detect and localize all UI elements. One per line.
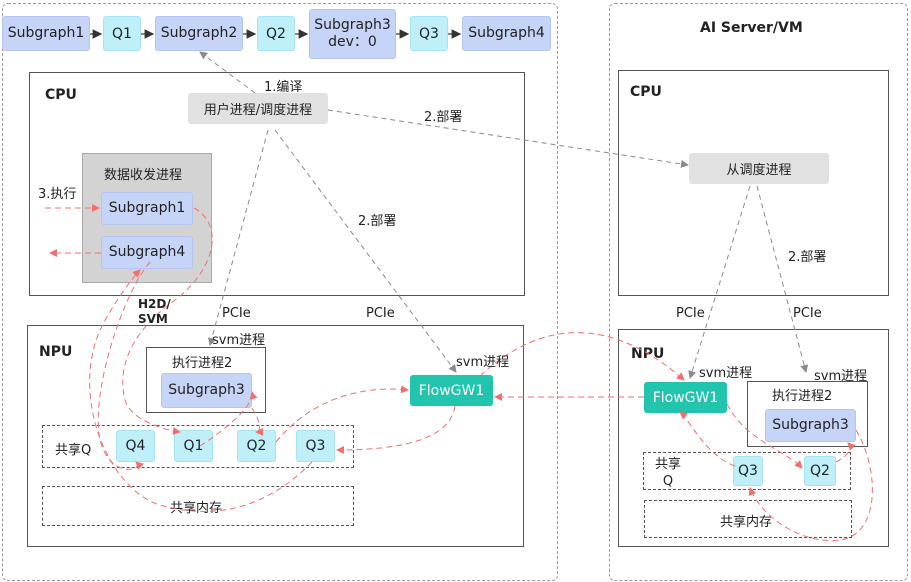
compile-arrow <box>199 51 256 94</box>
queue-q4: Q4 <box>116 430 155 462</box>
npu-subgraph3: Subgraph3 <box>161 373 252 408</box>
left-npu-title: NPU <box>39 344 73 360</box>
compile-label: 1.编译 <box>264 80 303 95</box>
right-queue-q3: Q3 <box>733 456 763 486</box>
deploy-to-server-arrow <box>327 109 689 168</box>
left-shared-memory-label: 共享内存 <box>170 501 223 516</box>
left-svm-label-1: svm进程 <box>212 333 266 348</box>
right-shared-memory <box>644 500 852 538</box>
pcie-label-4: PCIe <box>793 306 822 321</box>
left-svm-label-2: svm进程 <box>456 355 510 370</box>
pcie-label-2: PCIe <box>366 306 395 321</box>
slave-deploy-exec-arrow <box>756 185 809 373</box>
cpu-subgraph1: Subgraph1 <box>101 192 193 225</box>
pipeline-subgraph4: Subgraph4 <box>462 16 551 51</box>
pcie-label-1: PCIe <box>222 306 251 321</box>
pipeline-subgraph3: Subgraph3 dev：0 <box>309 9 396 59</box>
pipeline-subgraph1: Subgraph1 <box>2 16 90 51</box>
q4-path <box>97 261 151 470</box>
right-q3-to-flowgw-path <box>679 411 736 467</box>
right-server-region <box>609 3 908 581</box>
right-svm-label-1: svm进程 <box>699 366 753 381</box>
left-shared-memory <box>42 486 354 526</box>
left-shared-queue-area <box>42 425 354 468</box>
deploy-to-flowgw-arrow <box>274 129 457 373</box>
deploy-label-npu: 2.部署 <box>358 214 397 229</box>
slave-scheduler-process: 从调度进程 <box>689 153 829 184</box>
right-shared-q-label: 共享 Q <box>655 457 682 489</box>
right-queue-q2: Q2 <box>804 456 836 486</box>
left-cpu-title: CPU <box>45 87 77 103</box>
left-host-region <box>2 3 558 581</box>
deploy-label-right: 2.部署 <box>788 250 827 265</box>
left-flowgw1: FlowGW1 <box>410 375 493 406</box>
deploy-label-server: 2.部署 <box>424 110 463 125</box>
pipeline-subgraph2: Subgraph2 <box>155 16 243 51</box>
execute-label: 3.执行 <box>38 187 77 202</box>
right-exec-process-title: 执行进程2 <box>772 389 833 404</box>
right-region-title: AI Server/VM <box>700 20 803 36</box>
subgraph3-to-q2-path <box>251 407 264 436</box>
right-subgraph3: Subgraph3 <box>765 409 856 442</box>
q1-to-subgraph3-path <box>199 391 258 447</box>
right-flowgw-to-q2-path <box>726 403 803 469</box>
left-shared-q-label: 共享Q <box>55 443 92 458</box>
cpu-subgraph4: Subgraph4 <box>101 236 193 269</box>
pipeline-q2: Q2 <box>257 16 295 51</box>
user-scheduler-process: 用户进程/调度进程 <box>188 93 328 124</box>
queue-q3: Q3 <box>296 430 335 462</box>
q2-to-flowgw-path <box>275 385 409 443</box>
right-shared-queue-area <box>643 452 851 490</box>
right-flowgw1: FlowGW1 <box>644 382 727 413</box>
right-q2-to-subgraph3-path <box>835 442 856 463</box>
queue-q2: Q2 <box>237 430 276 462</box>
subgraph1-to-q1-path <box>122 207 213 436</box>
right-subgraph3-to-q3-path <box>748 429 873 542</box>
flowgw-to-q3-path <box>336 405 456 454</box>
data-transceiver-title: 数据收发进程 <box>104 168 183 183</box>
right-cpu-title: CPU <box>630 84 662 100</box>
slave-deploy-flowgw-arrow <box>688 185 751 379</box>
right-shared-memory-label: 共享内存 <box>720 515 773 530</box>
pipeline-q3: Q3 <box>410 16 448 51</box>
left-exec-process-title: 执行进程2 <box>172 356 233 371</box>
pcie-label-3: PCIe <box>676 306 705 321</box>
right-svm-label-2: svm进程 <box>814 369 868 384</box>
h2d-svm-label: H2D/ SVM <box>138 297 171 326</box>
pipeline-q1: Q1 <box>103 16 141 51</box>
queue-q1: Q1 <box>174 430 213 462</box>
cross-to-right-flowgw-path <box>479 332 685 381</box>
deploy-to-npu-exec-arrow <box>207 129 269 346</box>
